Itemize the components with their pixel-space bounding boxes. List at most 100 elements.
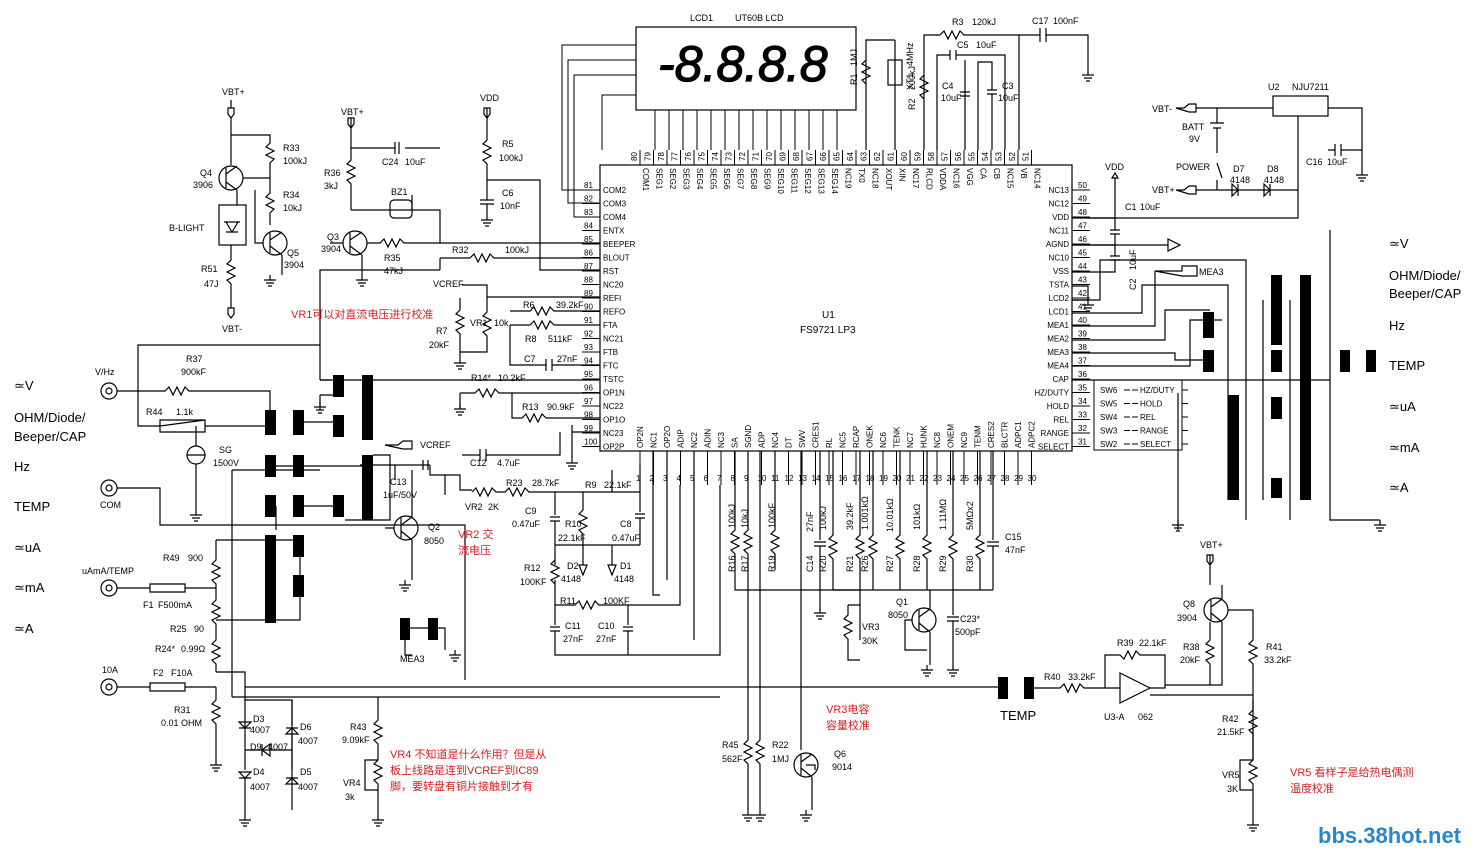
svg-text:32: 32	[1078, 424, 1087, 433]
svg-text:35: 35	[1078, 384, 1087, 393]
svg-text:7: 7	[717, 474, 722, 483]
oscillator-section: R1 1MJ XT1 4MHz R2 200kJ R3 120kJ C17 10…	[849, 16, 1095, 150]
svg-text:62: 62	[873, 152, 882, 161]
annotation-notes: VR1可以对直流电压进行校准 VR2 交 流电压 VR3电容 容量校准 VR4 …	[291, 307, 1413, 795]
svg-text:Beeper/CAP: Beeper/CAP	[1389, 286, 1461, 301]
svg-text:101kΩ: 101kΩ	[912, 503, 922, 530]
svg-text:4148: 4148	[1264, 175, 1284, 185]
svg-text:C14: C14	[805, 555, 815, 572]
svg-text:TX0: TX0	[857, 168, 866, 183]
svg-text:OP1O: OP1O	[603, 416, 625, 425]
svg-text:3904: 3904	[284, 260, 304, 270]
svg-text:SWV: SWV	[798, 429, 807, 448]
svg-text:VBT+: VBT+	[341, 107, 364, 117]
svg-text:TEMP: TEMP	[1389, 358, 1425, 373]
svg-text:NC5: NC5	[839, 431, 848, 448]
svg-text:C8: C8	[620, 519, 632, 529]
svg-text:81: 81	[584, 181, 593, 190]
note-vr3-a: VR3电容	[826, 702, 869, 716]
svg-text:NC8: NC8	[933, 431, 942, 448]
svg-text:F10A: F10A	[171, 668, 193, 678]
svg-text:VBT+: VBT+	[1152, 185, 1175, 195]
svg-text:100kJ: 100kJ	[505, 245, 529, 255]
svg-text:100kJ: 100kJ	[499, 153, 523, 163]
svg-text:C1: C1	[1125, 202, 1137, 212]
lcd-ref: LCD1	[690, 13, 713, 23]
svg-text:92: 92	[584, 330, 593, 339]
svg-text:19: 19	[879, 474, 888, 483]
svg-text:33.2kF: 33.2kF	[1264, 655, 1292, 665]
svg-text:4148: 4148	[614, 574, 634, 584]
svg-text:100kJ: 100kJ	[818, 506, 828, 530]
svg-text:1500V: 1500V	[213, 458, 239, 468]
svg-text:R36: R36	[324, 168, 341, 178]
svg-text:NC13: NC13	[1049, 186, 1070, 195]
svg-text:4148: 4148	[561, 574, 581, 584]
svg-text:ADPC1: ADPC1	[1014, 421, 1023, 448]
svg-text:60: 60	[900, 152, 909, 161]
svg-text:RST: RST	[603, 267, 619, 276]
svg-text:COM3: COM3	[603, 200, 627, 209]
svg-text:BLCTR: BLCTR	[1001, 422, 1010, 448]
svg-text:39.2kF: 39.2kF	[845, 502, 855, 530]
svg-text:50: 50	[1078, 181, 1087, 190]
svg-text:27nF: 27nF	[596, 634, 617, 644]
svg-text:69: 69	[779, 152, 788, 161]
svg-text:R12: R12	[524, 563, 541, 573]
svg-text:R23: R23	[506, 478, 523, 488]
svg-text:12: 12	[785, 474, 794, 483]
note-vr5-a: VR5 看样子是给热电偶测	[1290, 765, 1413, 779]
svg-text:C24: C24	[382, 157, 399, 167]
svg-text:NC22: NC22	[603, 402, 624, 411]
svg-text:86: 86	[584, 249, 593, 258]
svg-text:HUNK: HUNK	[920, 425, 929, 448]
svg-text:R7: R7	[436, 326, 448, 336]
svg-text:XIN: XIN	[898, 168, 907, 182]
svg-text:3kJ: 3kJ	[324, 181, 338, 191]
svg-text:CRES1: CRES1	[812, 421, 821, 448]
svg-text:10uF: 10uF	[998, 93, 1019, 103]
svg-text:TEMP: TEMP	[14, 499, 50, 514]
svg-text:4007: 4007	[250, 782, 270, 792]
svg-text:28.7kF: 28.7kF	[532, 478, 560, 488]
svg-text:SW5: SW5	[1100, 400, 1118, 409]
svg-text:BLOUT: BLOUT	[603, 254, 630, 263]
svg-text:SEG6: SEG6	[722, 168, 731, 190]
svg-text:17: 17	[852, 474, 861, 483]
svg-text:XT1: XT1	[905, 73, 915, 90]
svg-text:MEA3: MEA3	[1199, 267, 1224, 277]
svg-text:1MJ: 1MJ	[849, 49, 859, 66]
svg-text:10uF: 10uF	[1140, 202, 1161, 212]
svg-text:D3: D3	[253, 714, 265, 724]
svg-text:R3: R3	[952, 17, 964, 27]
svg-text:D4: D4	[253, 767, 265, 777]
svg-text:39.2kF: 39.2kF	[556, 300, 584, 310]
svg-text:VR5: VR5	[1222, 770, 1240, 780]
svg-text:36: 36	[1078, 370, 1087, 379]
svg-text:R14*: R14*	[471, 373, 492, 383]
svg-text:VB: VB	[1019, 168, 1028, 179]
svg-text:3904: 3904	[1177, 613, 1197, 623]
svg-text:100KF: 100KF	[603, 596, 630, 606]
svg-text:94: 94	[584, 357, 593, 366]
svg-text:R28: R28	[912, 555, 922, 572]
svg-text:91: 91	[584, 316, 593, 325]
svg-text:59: 59	[914, 152, 923, 161]
svg-text:27nF: 27nF	[805, 511, 815, 532]
svg-text:NC7: NC7	[906, 431, 915, 448]
svg-text:84: 84	[584, 222, 593, 231]
svg-text:SEG3: SEG3	[682, 168, 691, 190]
svg-text:100: 100	[584, 438, 598, 447]
svg-text:Q5: Q5	[287, 248, 299, 258]
